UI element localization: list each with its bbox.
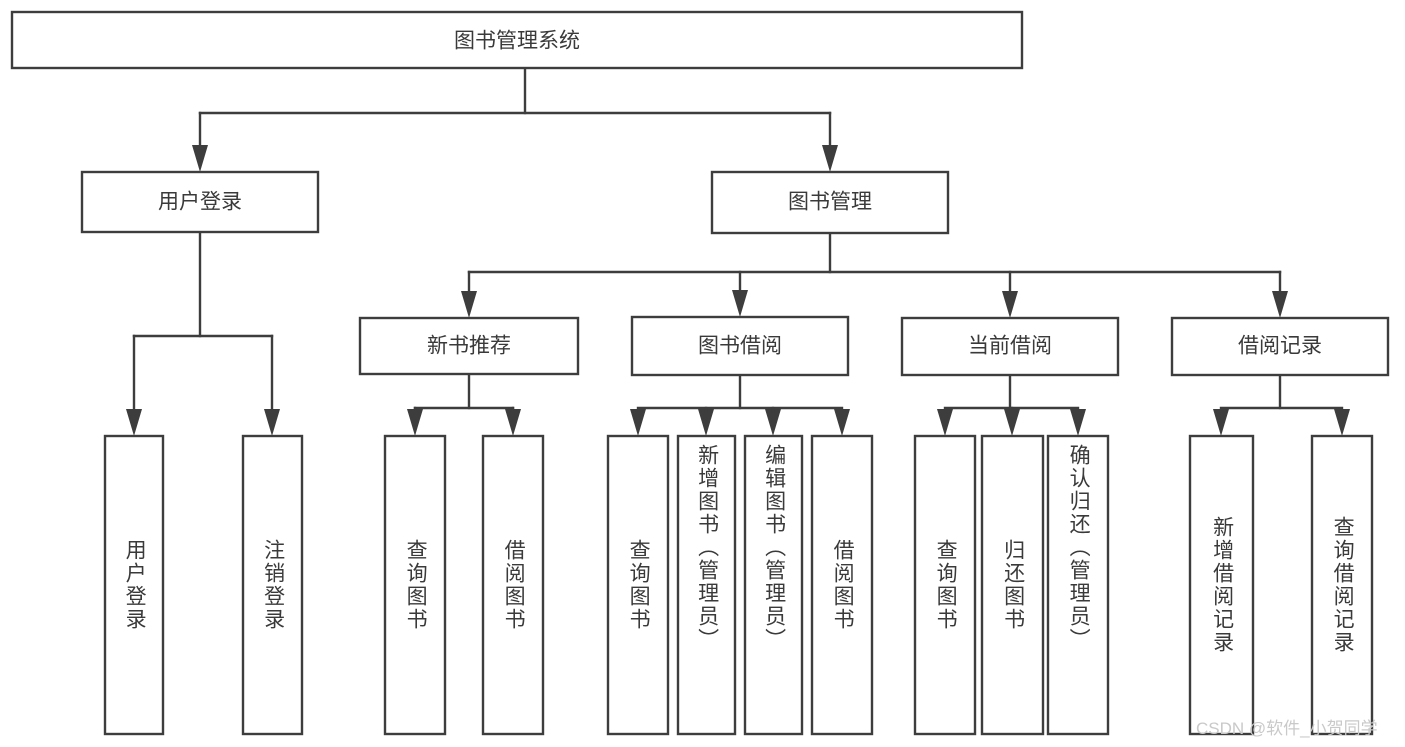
current-borrow-box[interactable] xyxy=(900,316,1120,377)
leaf-box-borrow-book-1[interactable] xyxy=(481,434,545,736)
arrowhead-leaf-edit-book xyxy=(765,409,781,436)
leaf-box-query-book-1[interactable] xyxy=(383,434,447,736)
book-borrow-label: 图书借阅 xyxy=(698,335,782,358)
leaf-box-user-login[interactable] xyxy=(103,434,165,736)
new-book-rec-box[interactable] xyxy=(358,316,580,376)
arrowhead-leaf-user-login xyxy=(126,409,142,436)
user-login-label: 用户登录 xyxy=(158,191,242,214)
root-box[interactable] xyxy=(10,10,1024,70)
leaf-box-add-record[interactable] xyxy=(1188,434,1255,736)
leaf-box-return-book[interactable] xyxy=(980,434,1045,736)
leaf-box-confirm-return[interactable] xyxy=(1046,434,1110,736)
borrow-record-box[interactable] xyxy=(1170,316,1390,377)
arrowhead-leaf-borrow-book-1 xyxy=(505,409,521,436)
root-label: 图书管理系统 xyxy=(454,30,580,53)
arrowhead-leaf-return-book xyxy=(1004,409,1020,436)
node-root[interactable]: 图书管理系统 xyxy=(10,10,1024,70)
node-user-login[interactable]: 用户登录 xyxy=(80,170,320,234)
node-book-borrow[interactable]: 图书借阅 xyxy=(630,315,850,377)
leaf-box-borrow-book-2[interactable] xyxy=(810,434,874,736)
node-borrow-record[interactable]: 借阅记录 xyxy=(1170,316,1390,377)
user-login-box[interactable] xyxy=(80,170,320,234)
new-book-rec-label: 新书推荐 xyxy=(427,335,511,358)
leaf-box-add-book[interactable] xyxy=(676,434,737,736)
arrowhead-user-login xyxy=(192,145,208,172)
book-manage-box[interactable] xyxy=(710,170,950,235)
arrowhead-leaf-query-book-2 xyxy=(630,409,646,436)
current-borrow-label: 当前借阅 xyxy=(968,335,1052,358)
arrowhead-current-borrow xyxy=(1002,291,1018,318)
leaf-box-query-book-3[interactable] xyxy=(913,434,977,736)
arrowhead-borrow-record xyxy=(1272,291,1288,318)
node-current-borrow[interactable]: 当前借阅 xyxy=(900,316,1120,377)
leaf-box-edit-book[interactable] xyxy=(743,434,804,736)
leaf-box-query-book-2[interactable] xyxy=(606,434,670,736)
arrowhead-book-manage xyxy=(822,145,838,172)
arrowhead-book-borrow xyxy=(732,290,748,317)
arrowhead-leaf-query-book-1 xyxy=(407,409,423,436)
arrowhead-leaf-query-record xyxy=(1334,409,1350,436)
leaf-box-query-record[interactable] xyxy=(1310,434,1374,736)
book-manage-label: 图书管理 xyxy=(788,191,872,214)
arrowhead-new-book-rec xyxy=(461,291,477,318)
arrowhead-leaf-query-book-3 xyxy=(937,409,953,436)
arrowhead-leaf-add-book xyxy=(698,409,714,436)
leaf-box-logout[interactable] xyxy=(241,434,304,736)
arrowhead-leaf-confirm-return xyxy=(1070,409,1086,436)
book-borrow-box[interactable] xyxy=(630,315,850,377)
node-new-book-rec[interactable]: 新书推荐 xyxy=(358,316,580,376)
connector-group xyxy=(126,66,1350,436)
arrowhead-leaf-borrow-book-2 xyxy=(834,409,850,436)
arrowhead-leaf-logout xyxy=(264,409,280,436)
arrowhead-leaf-add-record xyxy=(1213,409,1229,436)
node-book-manage[interactable]: 图书管理 xyxy=(710,170,950,235)
leaf-box-group xyxy=(103,434,1374,736)
borrow-record-label: 借阅记录 xyxy=(1238,335,1322,358)
